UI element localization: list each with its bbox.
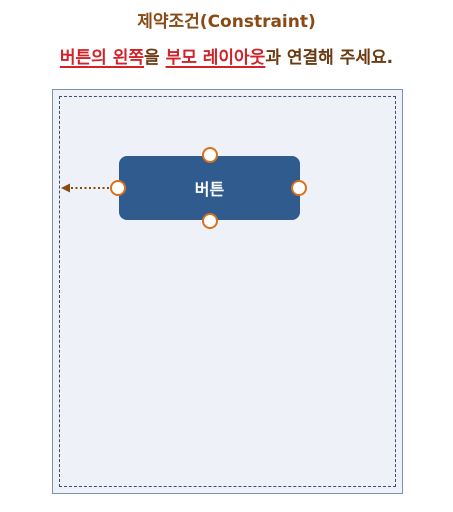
diagram-title: 제약조건(Constraint) [137,12,316,32]
right-anchor-handle[interactable] [291,180,307,196]
constraint-arrow-head [61,183,70,193]
bottom-anchor-handle[interactable] [202,213,218,229]
top-anchor-handle[interactable] [202,147,218,163]
instruction-connector: 을 [144,48,166,68]
parent-layout [52,89,403,494]
instruction-highlight-button-left: 버튼의 왼쪽 [59,48,144,68]
parent-layout-boundary [59,96,396,487]
instruction-tail: 과 연결해 주세요. [265,48,394,68]
instruction-text: 버튼의 왼쪽을 부모 레이아웃과 연결해 주세요. [0,44,453,72]
left-anchor-handle[interactable] [110,180,126,196]
sample-button[interactable]: 버튼 [119,156,300,220]
instruction-highlight-parent-layout: 부모 레이아웃 [165,48,266,68]
